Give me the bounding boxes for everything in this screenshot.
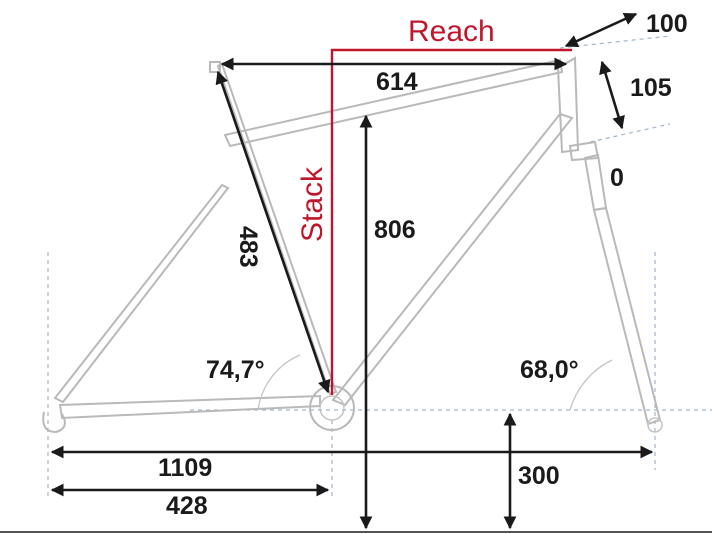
- bike-frame: [42, 56, 663, 434]
- seat-angle-label: 74,7°: [206, 356, 265, 384]
- stack-value-label: 806: [374, 216, 416, 244]
- head-tube-arrow: [599, 60, 625, 130]
- seat-tube-arrow: [215, 70, 331, 394]
- reach-label: Reach: [408, 15, 495, 48]
- reach-line: [330, 48, 572, 395]
- reach-stack-lines: [330, 48, 572, 395]
- top-tube-label: 614: [376, 68, 418, 96]
- wheelbase-label: 1109: [158, 454, 212, 482]
- stack-label: Stack: [296, 166, 329, 242]
- guide-lines: [47, 35, 712, 496]
- bb-drop-label: 300: [518, 462, 560, 490]
- dimension-arrows: [50, 12, 654, 530]
- head-angle-label: 68,0°: [520, 356, 579, 384]
- spacer-arrow: [564, 12, 638, 48]
- head-tube-label: 105: [630, 74, 672, 102]
- spacer-label: 100: [646, 10, 688, 38]
- zero-label: 0: [610, 164, 624, 192]
- chainstay-label: 428: [166, 492, 208, 520]
- seat-tube-label: 483: [234, 226, 262, 268]
